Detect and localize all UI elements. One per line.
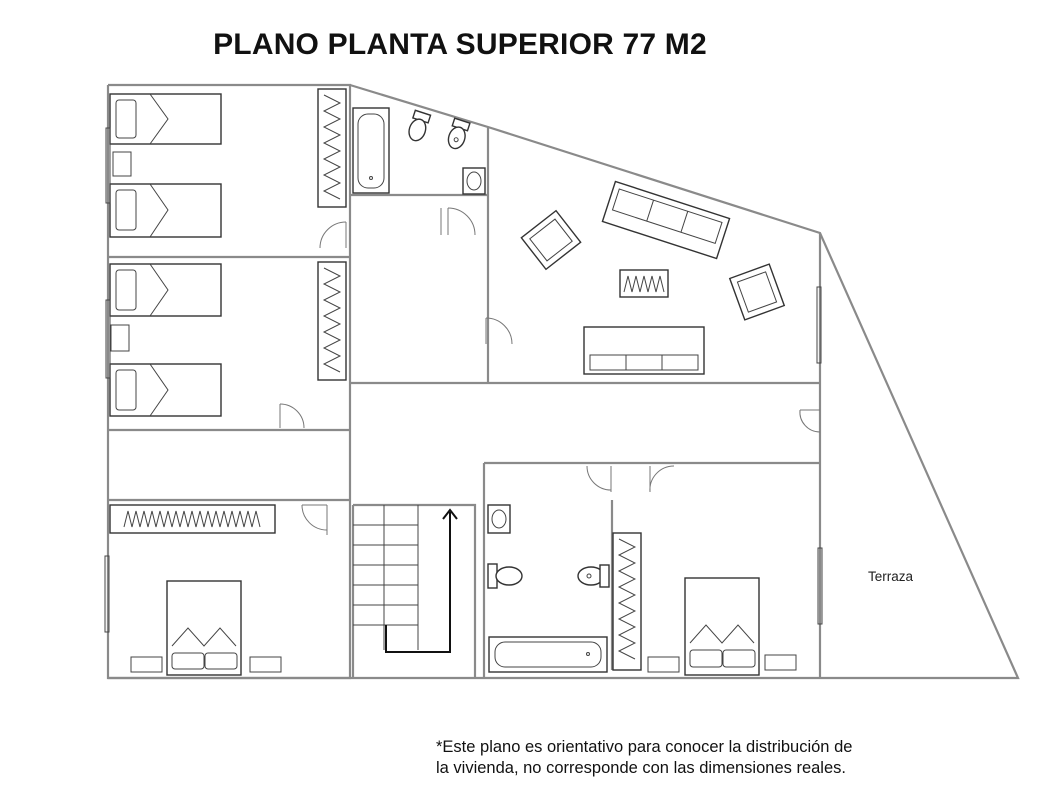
sink-icon [462, 167, 486, 195]
armchair-icon [520, 209, 582, 271]
door-icon [485, 317, 513, 345]
window-icon [105, 127, 111, 204]
door-icon [279, 403, 305, 429]
window-icon [105, 299, 111, 379]
door-icon [799, 409, 821, 433]
window-icon [104, 555, 110, 633]
single-bed-icon [109, 363, 222, 417]
toilet-icon [487, 563, 523, 589]
nightstand-icon [647, 656, 680, 673]
wardrobe-icon [109, 504, 276, 534]
terrace-label: Terraza [868, 569, 914, 584]
disclaimer-note: *Este plano es orientativo para conocer … [436, 737, 956, 779]
sink-icon [487, 504, 511, 534]
nightstand-icon [130, 656, 163, 673]
sofa-icon [583, 326, 705, 375]
bathroom-bottom [487, 465, 612, 673]
walls [106, 83, 1020, 680]
bedroom-4 [612, 465, 823, 676]
wardrobe-icon [612, 532, 642, 671]
nightstand-icon [764, 654, 797, 671]
nightstand-icon [110, 324, 130, 352]
double-bed-icon [684, 577, 760, 676]
bidet-icon [577, 564, 610, 588]
bedroom-1 [105, 88, 347, 249]
double-bed-icon [166, 580, 242, 676]
plan-title: PLANO PLANTA SUPERIOR 77 M2 [213, 28, 707, 61]
bathtub-icon [488, 636, 608, 673]
single-bed-icon [109, 93, 222, 145]
single-bed-icon [109, 183, 222, 238]
wardrobe-icon [317, 88, 347, 208]
bedroom-2 [105, 261, 347, 429]
window-icon [816, 286, 822, 364]
nightstand-icon [249, 656, 282, 673]
door-icon [440, 207, 476, 236]
door-icon [319, 221, 347, 249]
bathroom-top [352, 107, 486, 236]
bathtub-icon [352, 107, 390, 194]
window-icon [817, 547, 823, 625]
staircase-icon [353, 505, 458, 653]
door-icon [586, 465, 612, 492]
toilet-icon [408, 109, 432, 142]
wardrobe-icon [317, 261, 347, 381]
door-icon [301, 504, 328, 535]
sofa-icon [601, 180, 731, 260]
living-room [485, 180, 822, 433]
single-bed-icon [109, 263, 222, 317]
bidet-icon [447, 117, 471, 150]
armchair-icon [728, 263, 786, 321]
coffee-table-icon [619, 269, 669, 298]
disclaimer-line-1: *Este plano es orientativo para conocer … [436, 738, 853, 756]
door-icon [649, 465, 675, 493]
nightstand-icon [112, 151, 132, 177]
bedroom-3 [104, 504, 328, 676]
disclaimer-line-2: la vivienda, no corresponde con las dime… [436, 759, 846, 777]
